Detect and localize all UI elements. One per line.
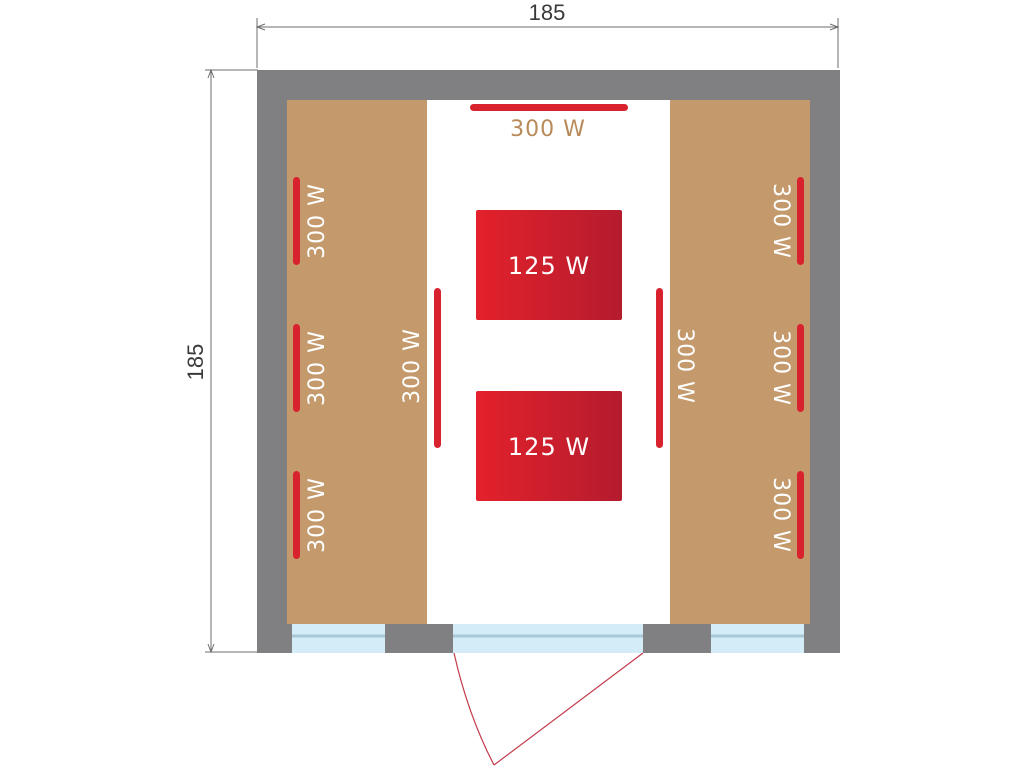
left-heater-1: 300 W xyxy=(293,177,330,265)
left-heater-3-label: 300 W xyxy=(305,477,330,553)
door-swing xyxy=(453,652,644,766)
left-bench xyxy=(287,100,427,624)
front-glass xyxy=(292,624,804,653)
left-heater-2-label: 300 W xyxy=(305,330,330,406)
inner-right-heater: 300 W xyxy=(656,288,697,448)
floor-heater-1-label: 125 W xyxy=(508,252,590,280)
left-heater-2: 300 W xyxy=(293,324,330,412)
right-heater-3: 300 W xyxy=(768,471,804,559)
left-heater-3: 300 W xyxy=(293,471,330,559)
floor-heater-2: 125 W xyxy=(476,391,622,501)
width-label: 185 xyxy=(529,0,566,25)
inner-left-heater-label: 300 W xyxy=(400,328,425,404)
inner-left-heater: 300 W xyxy=(400,288,441,448)
inner-right-heater-label: 300 W xyxy=(672,328,697,404)
right-heater-1-label: 300 W xyxy=(768,183,793,259)
right-heater-3-label: 300 W xyxy=(768,477,793,553)
left-heater-1-label: 300 W xyxy=(305,183,330,259)
right-heater-1: 300 W xyxy=(768,177,804,265)
width-dimension: 185 xyxy=(255,0,840,68)
right-heater-2: 300 W xyxy=(768,324,804,412)
right-bench xyxy=(670,100,810,624)
height-label: 185 xyxy=(183,344,208,381)
floor-heater-1: 125 W xyxy=(476,210,622,320)
height-dimension: 185 xyxy=(183,68,258,654)
floor-heater-2-label: 125 W xyxy=(508,433,590,461)
top-heater-label: 300 W xyxy=(510,117,586,142)
top-heater: 300 W xyxy=(470,104,628,142)
right-heater-2-label: 300 W xyxy=(768,330,793,406)
